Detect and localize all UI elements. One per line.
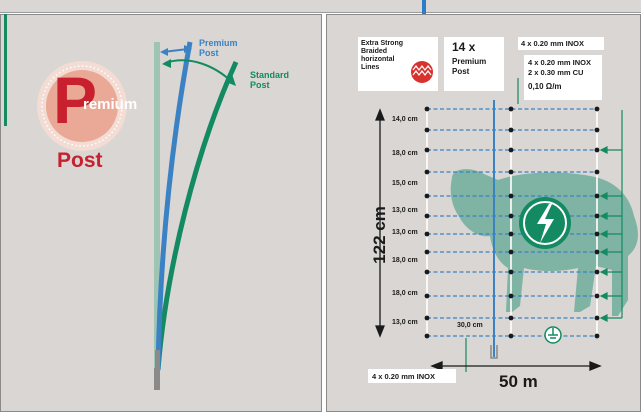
- width-label: 50 m: [499, 372, 538, 391]
- arrowhead-icon: [226, 74, 236, 86]
- bottom-spec-label: 4 x 0.20 mm INOX: [372, 372, 435, 381]
- braided-wire-icon: [411, 61, 433, 83]
- top-strip: [0, 0, 641, 13]
- left-edge-accent: [4, 14, 7, 126]
- post-count-title: 14 x: [452, 40, 476, 54]
- badge-letter: P: [53, 63, 98, 137]
- badge-dotted-ring: [41, 65, 123, 147]
- post-spike-icon: [490, 345, 498, 359]
- spacing-label: 13,0 cm: [392, 229, 418, 236]
- wire-spec-label: 4 x 0.20 mm INOX 2 x 0.30 mm CU: [528, 58, 591, 77]
- insulator-dots: [424, 106, 600, 339]
- spacing-label: 13,0 cm: [392, 319, 418, 326]
- post-bending-diagram: [37, 41, 239, 390]
- spacing-label: 18,0 cm: [392, 150, 418, 157]
- braided-lines-label: Extra Strong Braided horizontal Lines: [361, 40, 404, 71]
- standard-post-label: Standard Post: [250, 70, 290, 90]
- ground-icon: [544, 326, 562, 344]
- post-count-sub: Premium Post: [452, 57, 487, 76]
- standard-post-curve: [155, 60, 239, 371]
- bottom-spec-box: [368, 369, 456, 383]
- height-dimension-arrow: [375, 108, 385, 338]
- premium-post-curve: [155, 41, 193, 371]
- resistance-label: 0,10 Ω/m: [528, 82, 562, 91]
- arrowhead-icon: [160, 48, 168, 56]
- post-count-box: [444, 37, 504, 91]
- wire-spec-box: [524, 55, 602, 100]
- badge-inner: [46, 70, 118, 142]
- spacing-label: 15,0 cm: [392, 180, 418, 187]
- standard-deflection-arrow: [164, 59, 233, 83]
- spacing-label: 18,0 cm: [392, 257, 418, 264]
- height-label: 122 cm: [370, 206, 389, 264]
- lightning-bolt-icon: [519, 197, 571, 249]
- arrowhead-icon: [162, 59, 171, 68]
- width-dimension-arrow: [430, 361, 602, 371]
- panel-title: Post: [57, 149, 103, 172]
- top-spec-label: 4 x 0.20 mm INOX: [521, 39, 584, 48]
- post-spike: [155, 350, 160, 390]
- premium-badge: [37, 61, 127, 151]
- spacing-label: 14,0 cm: [392, 116, 418, 123]
- premium-post-label: Premium Post: [199, 38, 238, 58]
- badge-text: remium: [83, 96, 138, 113]
- arrowhead-icon: [184, 45, 192, 53]
- wire-pointer-arrows: [599, 110, 623, 322]
- spacing-label: 18,0 cm: [392, 290, 418, 297]
- top-strip-accent: [422, 0, 426, 14]
- top-spec-box: [518, 37, 604, 50]
- straight-post: [154, 42, 160, 390]
- spacing-label: 13,0 cm: [392, 207, 418, 214]
- bottom-spacing-label: 30,0 cm: [457, 322, 483, 329]
